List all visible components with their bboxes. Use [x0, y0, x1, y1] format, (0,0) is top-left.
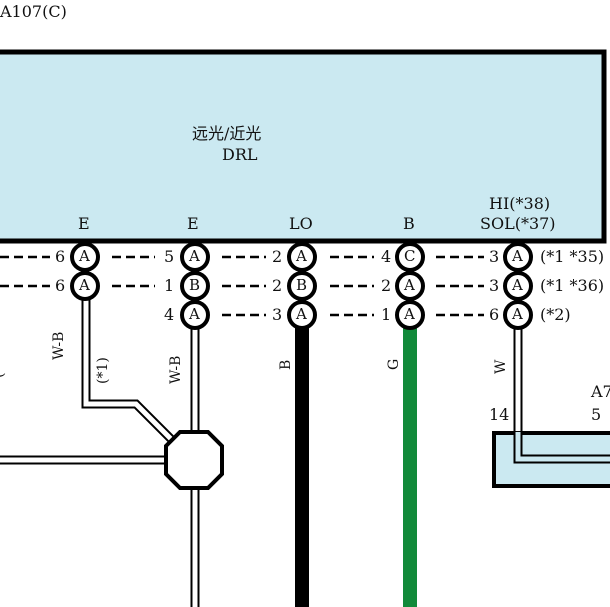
- col4-label: B: [403, 214, 415, 233]
- pin-number: 6: [55, 276, 66, 295]
- pin-letter: A: [404, 305, 415, 323]
- pin-number: 2: [381, 276, 392, 295]
- wire-col3: [295, 328, 309, 607]
- pin-letter: A: [296, 247, 307, 265]
- wire-note-left-edge: (*: [0, 365, 7, 378]
- pin-circle: [180, 271, 210, 301]
- pin-letter: A: [79, 276, 90, 294]
- module-subtitle: DRL: [222, 145, 258, 164]
- pin-circle: [503, 271, 533, 301]
- pin-circles: [70, 242, 533, 330]
- variant-note: (*1 *35): [540, 247, 605, 266]
- pin-circle: [395, 300, 425, 330]
- pin-letter: C: [404, 247, 416, 265]
- splice-point: [164, 430, 224, 490]
- pin-dash-lines: [0, 255, 484, 317]
- wire-label-col5: W: [493, 359, 509, 374]
- lower-connector-id: A7: [591, 382, 610, 401]
- col1-label: E: [78, 214, 90, 233]
- pin-letter: A: [189, 305, 200, 323]
- pin-circle: [70, 242, 100, 272]
- pin-circle: [180, 300, 210, 330]
- pin-letter: A: [512, 305, 523, 323]
- pin-number: 6: [55, 247, 66, 266]
- pin-circle: [395, 271, 425, 301]
- module-title: 远光/近光: [192, 124, 262, 143]
- module-box: [0, 49, 607, 244]
- pin-circle: [287, 300, 317, 330]
- pin-number: 1: [381, 305, 392, 324]
- connector-id: A107(C): [0, 2, 67, 21]
- col5-label-2: SOL(*37): [480, 214, 556, 233]
- pin-number: 4: [381, 247, 392, 266]
- pin-circle: [180, 242, 210, 272]
- variant-note: (*1 *36): [540, 276, 605, 295]
- wire-note-col1: (*1): [95, 357, 111, 384]
- pin-number: 2: [272, 247, 283, 266]
- pin-letter: A: [512, 247, 523, 265]
- pin-number: 3: [489, 276, 500, 295]
- lower-pin-left: 14: [489, 405, 510, 424]
- col5-label-1: HI(*38): [489, 194, 551, 213]
- wire-label-col4: G: [386, 358, 402, 370]
- pin-letter: A: [404, 276, 415, 294]
- pin-circle: [503, 300, 533, 330]
- pin-number: 2: [272, 276, 283, 295]
- wire-label-col1: W-B: [51, 331, 67, 360]
- pin-letter: A: [79, 247, 90, 265]
- wire-label-col2: W-B: [168, 355, 184, 384]
- variant-note: (*2): [540, 305, 571, 324]
- pin-circle: [287, 271, 317, 301]
- pin-letter: A: [296, 305, 307, 323]
- lower-pin-right: 5: [591, 405, 602, 424]
- pin-circle: [395, 242, 425, 272]
- col2-label: E: [187, 214, 199, 233]
- wire-col4: [403, 328, 417, 607]
- pin-letter: B: [189, 276, 201, 294]
- pin-number: 6: [489, 305, 500, 324]
- pin-letter: B: [296, 276, 308, 294]
- pin-number: 5: [164, 247, 175, 266]
- pin-letter: A: [189, 247, 200, 265]
- pin-number: 3: [272, 305, 283, 324]
- pin-circle: [70, 271, 100, 301]
- pin-number: 1: [164, 276, 175, 295]
- pin-circle: [287, 242, 317, 272]
- pin-circle: [503, 242, 533, 272]
- pin-letter: A: [512, 276, 523, 294]
- pin-number: 4: [164, 305, 175, 324]
- pin-number: 3: [489, 247, 500, 266]
- wire-label-col3: B: [278, 359, 294, 370]
- col3-label: LO: [289, 214, 313, 233]
